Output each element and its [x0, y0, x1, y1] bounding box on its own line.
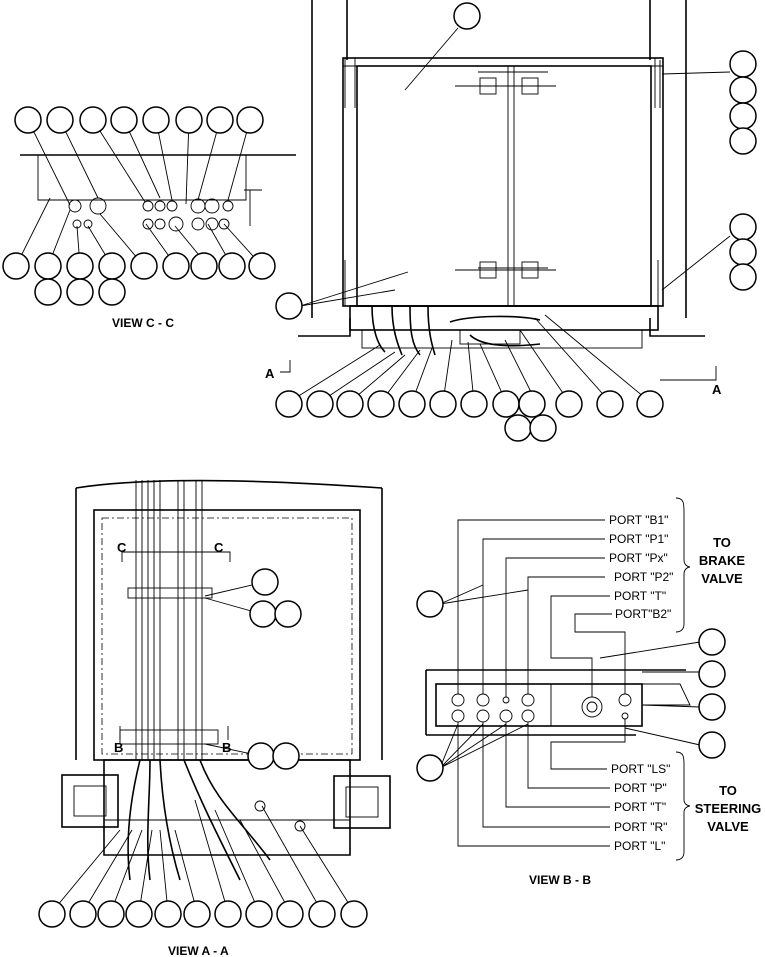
callout-bubble: [492, 390, 520, 418]
callout-bubble: [183, 900, 211, 928]
callout-bubble: [2, 252, 30, 280]
view-c-c: VIEW C - C: [2, 106, 296, 330]
callout-bubble: [175, 106, 203, 134]
callout-bubble: [125, 900, 153, 928]
port-label-r: PORT "R": [614, 820, 667, 834]
callout-bubble: [729, 50, 757, 78]
callout-bubble: [142, 106, 170, 134]
callout-bubble: [729, 127, 757, 155]
callout-bubble: [398, 390, 426, 418]
callout-bubble: [367, 390, 395, 418]
section-marker-b-right: B: [222, 740, 231, 755]
callout-bubble: [206, 106, 234, 134]
callout-bubble: [504, 414, 532, 442]
callout-bubble: [596, 390, 624, 418]
callout-bubble: [729, 263, 757, 291]
port-label-px: PORT "Px": [609, 551, 668, 565]
main-elevation-view: A A: [265, 0, 757, 442]
callout-bubble: [97, 900, 125, 928]
callout-bubble: [529, 414, 557, 442]
callout-bubble: [66, 278, 94, 306]
callout-bubble: [729, 213, 757, 241]
callout-bubble: [98, 278, 126, 306]
callout-bubble: [460, 390, 488, 418]
callout-bubble: [729, 238, 757, 266]
steering-group-line-2: STEERING: [695, 801, 761, 816]
callout-bubble: [236, 106, 264, 134]
callout-bubble: [698, 693, 726, 721]
callout-bubble: [306, 390, 334, 418]
callout-bubble: [275, 292, 303, 320]
callout-bubble: [69, 900, 97, 928]
callout-bubble: [636, 390, 664, 418]
port-label-ls: PORT "LS": [611, 762, 670, 776]
callout-bubble: [416, 590, 444, 618]
port-label-p: PORT "P": [614, 781, 667, 795]
view-b-b-title: VIEW B - B: [529, 873, 591, 887]
callout-bubble: [336, 390, 364, 418]
callout-bubble: [698, 628, 726, 656]
callout-bubble: [98, 252, 126, 280]
callout-bubble: [190, 252, 218, 280]
callout-bubble: [308, 900, 336, 928]
port-label-p2: PORT "P2": [614, 570, 673, 584]
callout-bubble: [66, 252, 94, 280]
callout-bubble: [218, 252, 246, 280]
view-c-c-title: VIEW C - C: [112, 316, 174, 330]
section-marker-c-right: C: [214, 540, 224, 555]
section-marker-c-left: C: [117, 540, 127, 555]
callout-bubble: [247, 742, 275, 770]
steering-group-line-1: TO: [719, 783, 737, 798]
callout-bubble: [416, 754, 444, 782]
callout-bubble: [274, 600, 302, 628]
callout-bubble: [729, 76, 757, 104]
port-label-b1: PORT "B1": [609, 513, 668, 527]
callout-bubble: [46, 106, 74, 134]
callout-bubble: [453, 2, 481, 30]
callout-bubble: [248, 252, 276, 280]
port-label-l: PORT "L": [614, 839, 665, 853]
callout-bubble: [429, 390, 457, 418]
callout-bubble: [729, 102, 757, 130]
callout-bubble: [518, 390, 546, 418]
callout-bubble: [272, 742, 300, 770]
callout-bubble: [276, 900, 304, 928]
callout-bubble: [251, 568, 279, 596]
callout-bubble: [245, 900, 273, 928]
port-label-t-upper: PORT "T": [614, 589, 666, 603]
callout-bubble: [38, 900, 66, 928]
callout-bubble: [34, 252, 62, 280]
steering-group-line-3: VALVE: [707, 819, 749, 834]
callout-bubble: [698, 660, 726, 688]
section-marker-a-left: A: [265, 366, 275, 381]
callout-bubble: [214, 900, 242, 928]
section-marker-b-left: B: [114, 740, 123, 755]
callout-bubble: [14, 106, 42, 134]
callout-bubble: [340, 900, 368, 928]
callout-bubble: [110, 106, 138, 134]
brake-group-line-3: VALVE: [701, 571, 743, 586]
port-label-b2: PORT"B2": [615, 607, 671, 621]
view-a-a: C C B B: [38, 479, 391, 957]
callout-bubble: [34, 278, 62, 306]
brake-group-line-1: TO: [713, 535, 731, 550]
view-b-b: PORT "B1" PORT "P1" PORT "Px" PORT "P2" …: [416, 497, 761, 887]
callout-bubble: [79, 106, 107, 134]
callout-bubble: [154, 900, 182, 928]
callout-bubble: [698, 731, 726, 759]
brake-group-line-2: BRAKE: [699, 553, 746, 568]
port-label-p1: PORT "P1": [609, 532, 668, 546]
callout-bubble: [275, 390, 303, 418]
callout-bubble: [249, 600, 277, 628]
view-a-a-title: VIEW A - A: [168, 944, 229, 957]
callout-bubble: [162, 252, 190, 280]
port-label-t-lower: PORT "T": [614, 800, 666, 814]
callout-bubble: [130, 252, 158, 280]
callout-bubble: [555, 390, 583, 418]
section-marker-a-right: A: [712, 382, 722, 397]
